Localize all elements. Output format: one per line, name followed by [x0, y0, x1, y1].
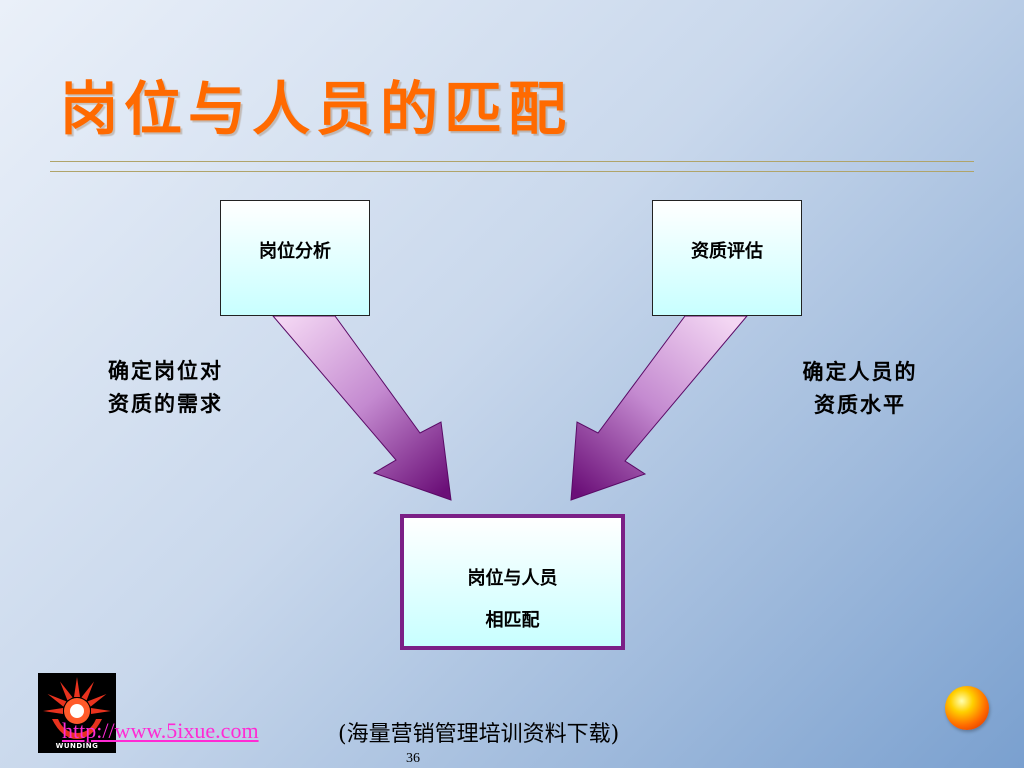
- right-note-line2: 资质水平: [814, 393, 906, 417]
- match-label-line2: 相匹配: [485, 610, 540, 631]
- qualification-assessment-label: 资质评估: [691, 241, 763, 262]
- job-analysis-box: 岗位分析: [220, 200, 370, 316]
- left-note-line2: 资质的需求: [108, 392, 223, 416]
- title-divider-bottom: [50, 171, 974, 172]
- left-note-line1: 确定岗位对: [108, 359, 223, 383]
- right-note: 确定人员的 资质水平: [780, 356, 940, 422]
- left-note: 确定岗位对 资质的需求: [88, 355, 243, 421]
- company-logo: WUNDING: [38, 673, 116, 753]
- page-number: 36: [406, 751, 420, 766]
- logo-text: WUNDING: [55, 742, 99, 750]
- job-person-match-box: 岗位与人员 相匹配: [400, 514, 625, 650]
- match-label-line1: 岗位与人员: [467, 568, 558, 589]
- slide-title: 岗位与人员的匹配: [60, 75, 573, 143]
- left-arrow: [271, 315, 452, 501]
- orange-orb-icon: [945, 686, 989, 730]
- sun-logo-icon: [43, 677, 111, 739]
- job-analysis-label: 岗位分析: [259, 241, 331, 262]
- website-link[interactable]: http://www.5ixue.com: [62, 718, 259, 743]
- qualification-assessment-box: 资质评估: [652, 200, 802, 316]
- right-note-line1: 确定人员的: [802, 360, 918, 384]
- title-divider-top: [50, 161, 974, 162]
- right-arrow: [570, 315, 749, 501]
- footer-note: (海量营销管理培训资料下载): [338, 722, 620, 747]
